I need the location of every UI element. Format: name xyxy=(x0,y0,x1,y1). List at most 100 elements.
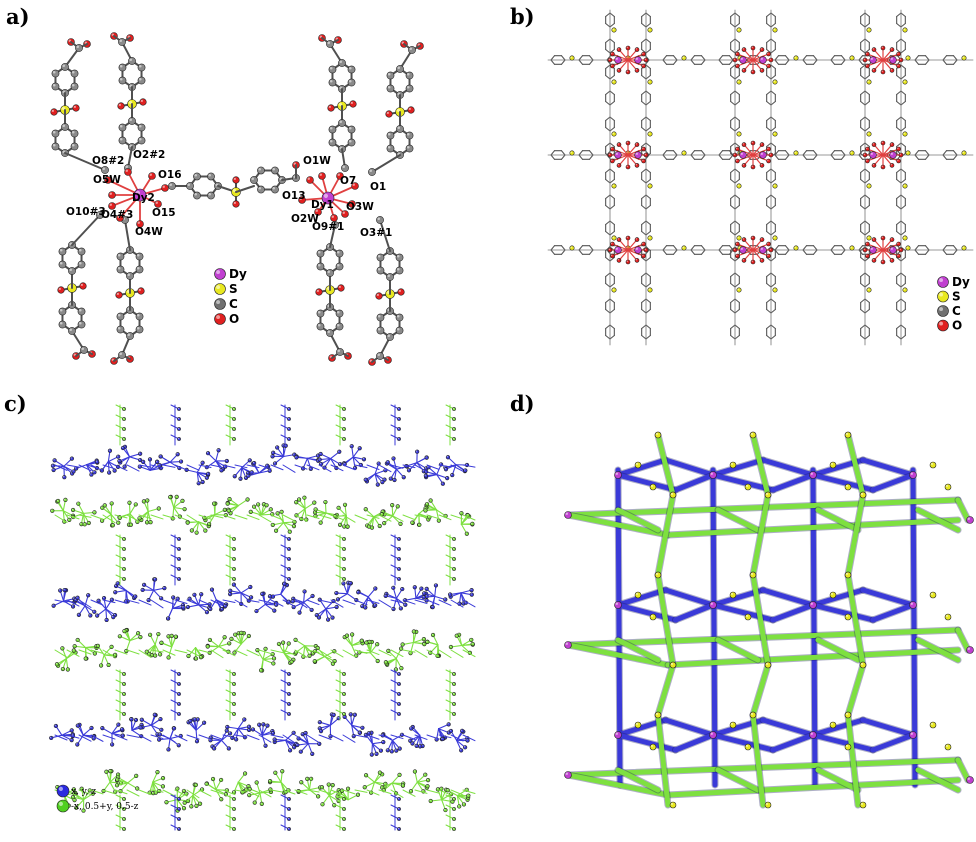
carbon-atom xyxy=(405,84,414,93)
net-atom xyxy=(421,595,426,600)
coordination-bond xyxy=(866,249,884,257)
oxygen-atom xyxy=(750,140,756,146)
net-atom xyxy=(212,746,217,751)
net-atom xyxy=(424,455,429,460)
atom-highlight xyxy=(407,132,410,136)
atom-highlight xyxy=(107,663,109,665)
atom-highlight xyxy=(233,201,236,204)
atom-highlight xyxy=(139,635,141,638)
atom-highlight xyxy=(273,609,275,611)
carbon-atom xyxy=(128,117,136,125)
atom-highlight xyxy=(376,659,378,662)
atom-highlight xyxy=(343,503,346,505)
atom-highlight xyxy=(644,153,646,155)
ring-bond xyxy=(864,116,870,122)
atom-highlight xyxy=(311,594,313,597)
ring-bond xyxy=(812,59,818,65)
atom-highlight xyxy=(249,585,251,588)
carbon-atom xyxy=(347,125,356,134)
carbon-atom xyxy=(328,138,337,147)
atom-highlight xyxy=(230,637,232,639)
carbon-atom-body xyxy=(405,131,414,140)
oxygen-atom-body xyxy=(72,104,80,112)
net-bond xyxy=(390,649,404,658)
dysprosium-atom xyxy=(634,246,642,254)
atom-highlight xyxy=(338,285,341,288)
net-atom-body xyxy=(208,606,213,612)
ring-bond xyxy=(641,282,647,288)
net-atom xyxy=(283,443,288,448)
oxygen-atom xyxy=(898,247,904,253)
atom-highlight xyxy=(760,247,763,250)
ring-bond xyxy=(730,256,736,262)
atom-highlight xyxy=(354,654,357,656)
net-bond xyxy=(126,599,140,604)
net-atom xyxy=(204,610,210,615)
ring-bond xyxy=(864,324,870,330)
ring-bond xyxy=(730,168,736,174)
carbon-atom xyxy=(395,253,404,262)
net-atom-body xyxy=(383,660,388,665)
atom-highlight xyxy=(128,501,130,503)
net-atom-body xyxy=(233,632,238,637)
oxygen-atom xyxy=(750,164,756,170)
oxygen-atom xyxy=(314,208,322,216)
atom-highlight xyxy=(611,64,613,67)
atom-label-o4w: O4W xyxy=(135,226,163,238)
atom-highlight xyxy=(611,159,613,161)
ring-bond xyxy=(690,150,696,156)
ring-bond xyxy=(690,55,696,61)
atom-highlight xyxy=(331,616,333,618)
net-atom-body xyxy=(144,520,150,525)
net-atom-body xyxy=(280,640,286,645)
atom-highlight xyxy=(280,510,282,512)
atom-highlight xyxy=(867,132,869,134)
net-atom xyxy=(67,517,72,523)
ring-bond xyxy=(900,298,906,304)
atom-label-o9: O9#1 xyxy=(312,221,344,233)
net-atom-body xyxy=(145,498,150,503)
net-atom xyxy=(76,501,81,506)
carbon-atom-body xyxy=(336,348,344,356)
net-atom xyxy=(417,522,422,527)
oxygen-atom-body xyxy=(610,51,615,57)
oxygen-atom xyxy=(732,57,738,63)
net-atom-body xyxy=(289,659,294,664)
net-atom xyxy=(249,470,254,475)
carbon-atom-body xyxy=(51,69,60,78)
ring-bond xyxy=(900,324,906,330)
net-atom xyxy=(185,604,190,610)
net-atom xyxy=(122,464,127,469)
atom-highlight xyxy=(377,314,381,318)
sulfur-atom xyxy=(961,55,967,61)
bond xyxy=(64,47,80,68)
carbon-atom xyxy=(326,329,334,337)
carbon-atom xyxy=(376,313,385,322)
sulfur-atom-body xyxy=(793,245,799,251)
ring-bond xyxy=(774,154,780,160)
atom-highlight xyxy=(311,652,313,654)
atom-highlight xyxy=(412,630,414,632)
atom-highlight xyxy=(177,744,179,746)
carbon-atom xyxy=(386,71,395,80)
ring-bond xyxy=(896,12,902,18)
oxygen-atom xyxy=(641,253,646,259)
atom-highlight xyxy=(96,644,98,646)
ring-bond xyxy=(900,168,906,174)
carbon-atom xyxy=(376,266,385,275)
ring-bond xyxy=(896,220,902,226)
atom-highlight xyxy=(56,499,59,501)
ring-bond xyxy=(645,12,651,18)
sulfur-atom-body xyxy=(772,79,778,85)
net-atom-body xyxy=(67,517,72,523)
ring-bond xyxy=(860,168,866,174)
oxygen-atom-body xyxy=(161,184,169,192)
atom-highlight xyxy=(73,792,75,794)
atom-highlight xyxy=(206,472,209,474)
oxygen-atom xyxy=(741,142,747,147)
atom-highlight xyxy=(227,747,229,749)
ring-bond xyxy=(645,90,651,96)
dysprosium-atom xyxy=(889,151,897,159)
carbon-atom-body xyxy=(405,84,414,93)
oxygen-atom xyxy=(896,241,901,247)
